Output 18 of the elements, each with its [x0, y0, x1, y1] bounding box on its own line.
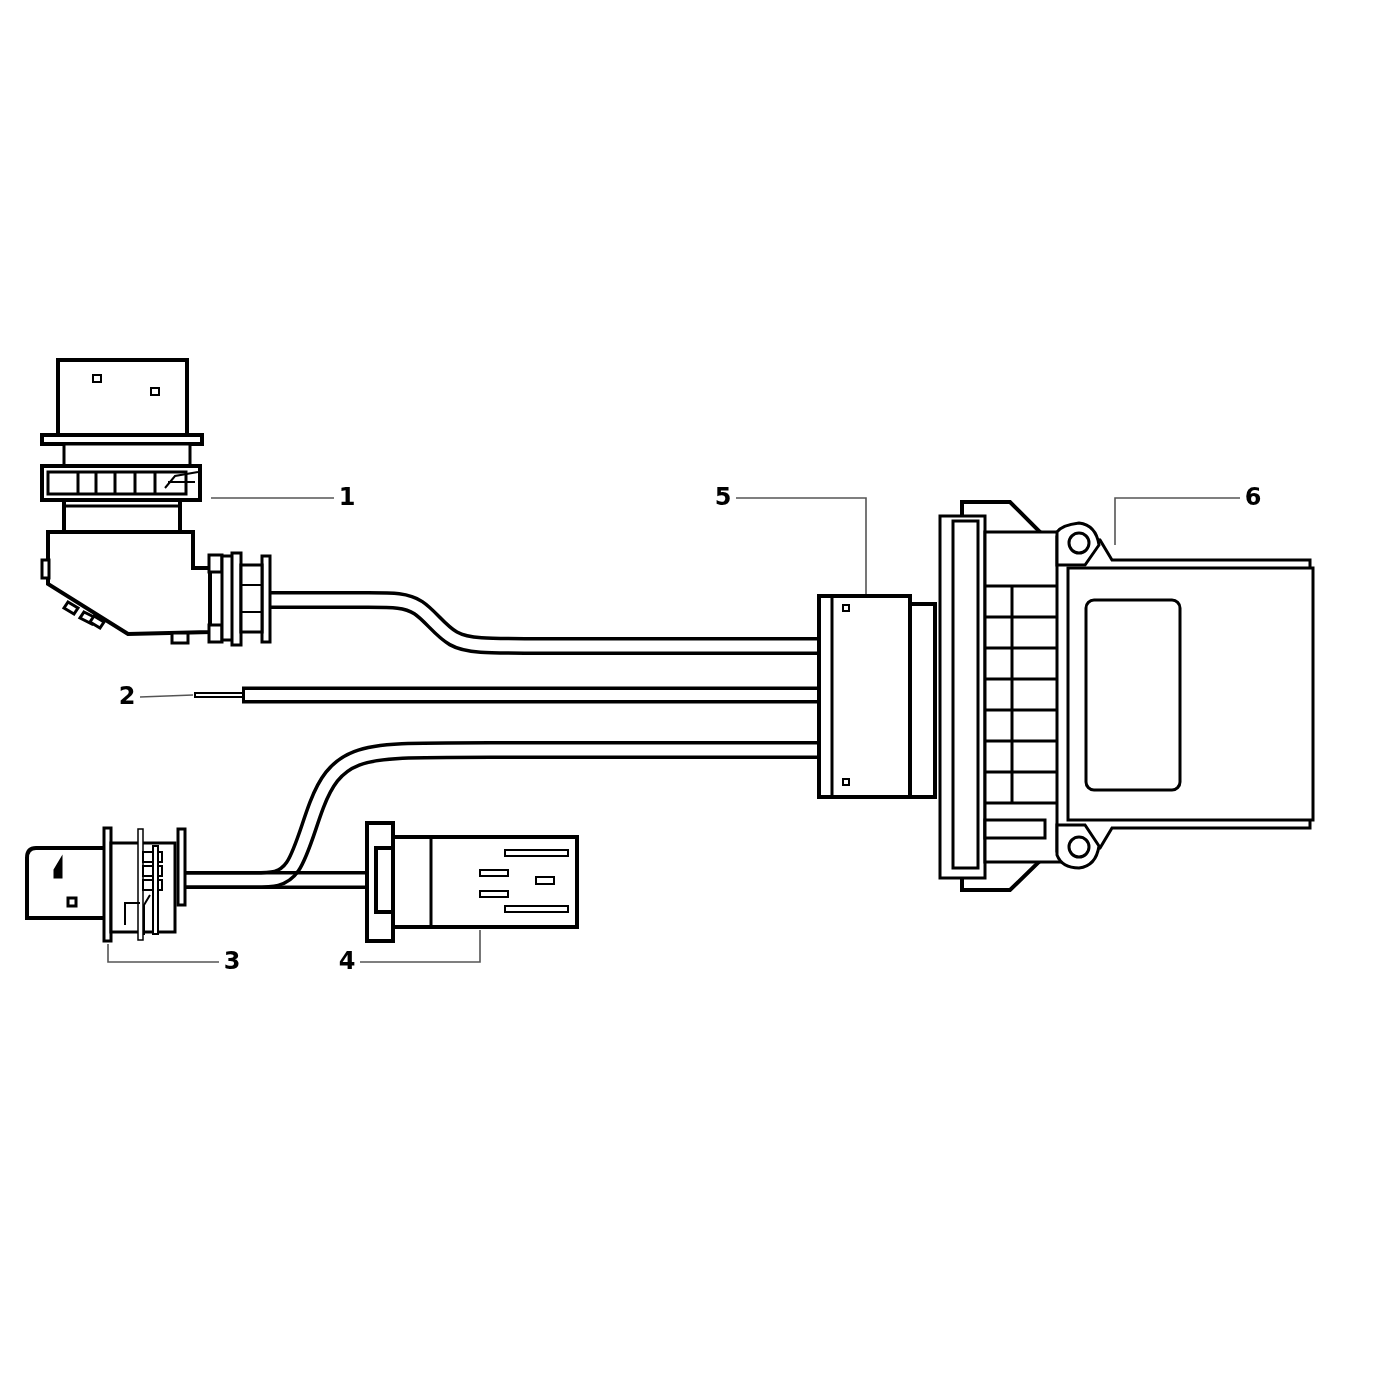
leader-line [359, 929, 481, 963]
leader-line [210, 497, 335, 499]
callout-number: 6 [1243, 483, 1263, 511]
cable [270, 591, 819, 655]
cable [185, 871, 367, 889]
callout-number: 2 [117, 682, 137, 710]
angled-connector-drawing [40, 358, 272, 647]
grommet-block-drawing [817, 594, 912, 799]
flat-connector-drawing [365, 821, 579, 943]
callout-number: 4 [337, 947, 357, 975]
leader-line [107, 943, 220, 963]
callout-number: 1 [337, 483, 357, 511]
callout-number: 3 [222, 947, 242, 975]
leader-line [139, 694, 194, 698]
straight-connector-drawing [25, 826, 187, 943]
leader-line [1114, 497, 1241, 546]
leader-line [735, 497, 867, 595]
callout-number: 5 [713, 483, 733, 511]
